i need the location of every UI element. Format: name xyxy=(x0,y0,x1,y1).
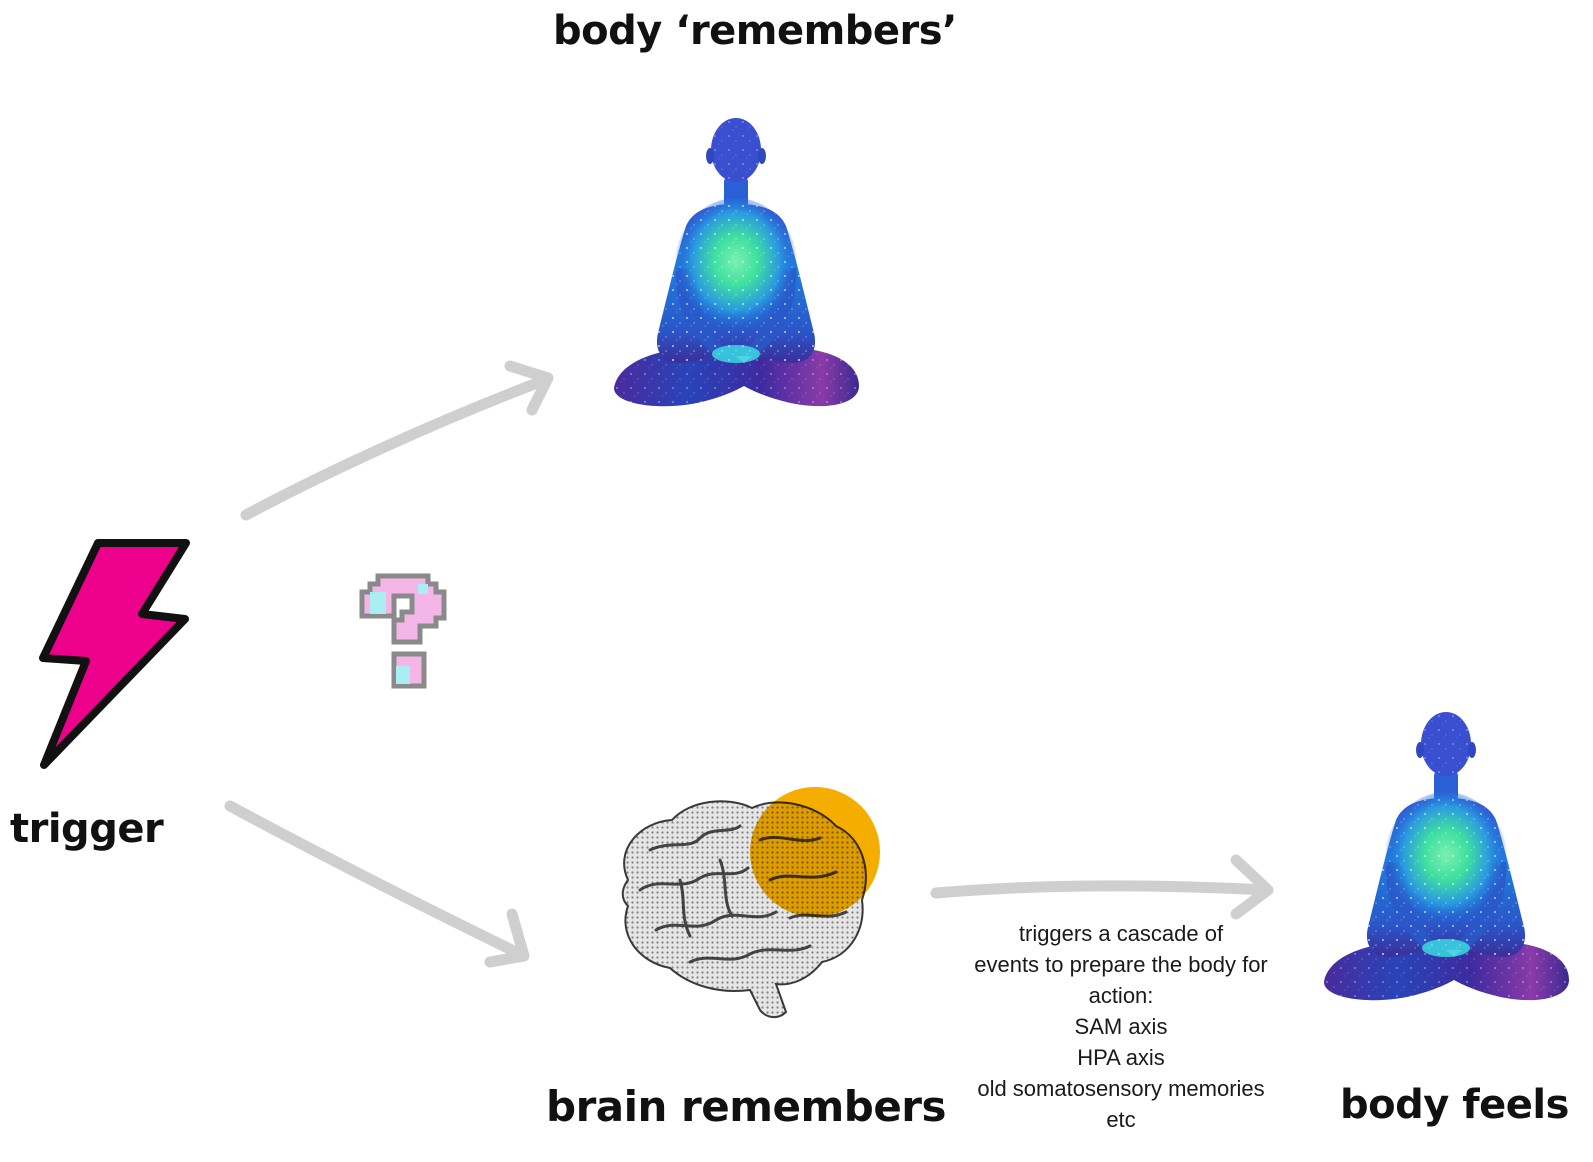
cascade-line: old somatosensory memories xyxy=(977,1076,1265,1101)
body-feels-label: body feels xyxy=(1340,1082,1569,1128)
lightning-bolt-icon xyxy=(39,539,190,769)
arrow-trigger-to-body xyxy=(240,360,554,521)
highlight-circle xyxy=(750,787,880,917)
body-remembers-label: body ‘remembers’ xyxy=(553,8,957,54)
meditating-figure-icon xyxy=(1324,712,1569,1001)
cascade-line: action: xyxy=(1088,983,1154,1008)
cascade-line: HPA axis xyxy=(1077,1045,1165,1070)
arrow-trigger-to-brain xyxy=(224,800,530,968)
trigger-label: trigger xyxy=(10,806,164,852)
brain-remembers-label: brain remembers xyxy=(546,1082,947,1131)
meditating-figure-icon xyxy=(614,118,859,407)
cascade-description: triggers a cascade of events to prepare … xyxy=(940,918,1302,1135)
cascade-line: SAM axis xyxy=(1074,1014,1168,1039)
arrow-brain-to-body xyxy=(930,854,1274,920)
cascade-line: triggers a cascade of xyxy=(1018,921,1224,946)
cascade-line: etc xyxy=(1106,1107,1136,1132)
question-mark-icon xyxy=(359,573,447,689)
cascade-line: events to prepare the body for xyxy=(974,952,1268,977)
